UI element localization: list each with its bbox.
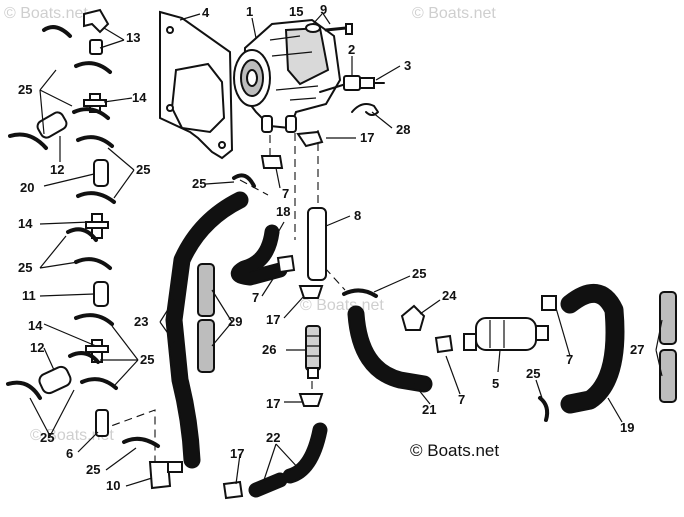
callout-7-hose18: 7 bbox=[252, 290, 259, 305]
hose-19 bbox=[560, 284, 625, 414]
fuel-fitting bbox=[343, 75, 385, 91]
callout-22: 22 bbox=[266, 430, 280, 445]
callout-25-base: 25 bbox=[86, 462, 100, 477]
callout-6: 6 bbox=[66, 446, 73, 461]
inline-filter-12-bottom bbox=[38, 365, 72, 395]
copyright-text: © Boats.net bbox=[410, 441, 499, 460]
callout-14-mid: 14 bbox=[18, 216, 33, 231]
callout-9: 9 bbox=[320, 2, 327, 17]
callout-14-top: 14 bbox=[132, 90, 147, 105]
callout-25-right: 25 bbox=[526, 366, 540, 381]
hose-21 bbox=[347, 305, 433, 393]
long-hose-23 bbox=[165, 191, 249, 469]
filter-screen-26 bbox=[305, 325, 321, 379]
watermark-top-left: © Boats.net bbox=[4, 5, 88, 22]
callout-15: 15 bbox=[289, 4, 303, 19]
pump-screw bbox=[324, 23, 353, 35]
callout-27: 27 bbox=[630, 342, 644, 357]
callout-4: 4 bbox=[202, 5, 210, 20]
callout-17-low: 17 bbox=[266, 396, 280, 411]
elbow-fitting-10 bbox=[148, 461, 183, 490]
callout-17-top: 17 bbox=[360, 130, 374, 145]
callout-8: 8 bbox=[354, 208, 361, 223]
filter-bracket-24 bbox=[400, 304, 426, 331]
callout-12-low: 12 bbox=[30, 340, 44, 355]
watermark-top-right: © Boats.net bbox=[412, 5, 496, 22]
mounting-bracket bbox=[159, 10, 234, 160]
callout-25-low: 25 bbox=[140, 352, 154, 367]
callout-3: 3 bbox=[404, 58, 411, 73]
callout-18: 18 bbox=[276, 204, 290, 219]
hose-8 bbox=[307, 207, 327, 281]
callout-7-filter: 7 bbox=[458, 392, 465, 407]
short-hose-11 bbox=[93, 281, 109, 307]
callout-25-top: 25 bbox=[18, 82, 32, 97]
elbow-fitting-13 bbox=[83, 8, 110, 55]
hose-27 bbox=[659, 291, 677, 403]
callout-29: 29 bbox=[228, 314, 242, 329]
hose-29 bbox=[197, 263, 215, 373]
callout-25-hose: 25 bbox=[192, 176, 206, 191]
callout-7-right: 7 bbox=[566, 352, 573, 367]
callout-25-mid: 25 bbox=[18, 260, 32, 275]
wire-clip-28 bbox=[351, 103, 379, 116]
callout-13: 13 bbox=[126, 30, 140, 45]
watermark-center: © Boats.net bbox=[300, 297, 384, 314]
callout-21: 21 bbox=[422, 402, 436, 417]
callout-25-upper: 25 bbox=[136, 162, 150, 177]
callout-24: 24 bbox=[442, 288, 457, 303]
callout-14-low: 14 bbox=[28, 318, 43, 333]
callout-19: 19 bbox=[620, 420, 634, 435]
callout-20: 20 bbox=[20, 180, 34, 195]
callout-11: 11 bbox=[22, 288, 36, 303]
callout-25-clamp: 25 bbox=[412, 266, 426, 281]
inline-filter-12-top bbox=[36, 111, 68, 139]
callout-25-bottom: 25 bbox=[40, 430, 54, 445]
callout-labels: 1 4 15 9 2 3 28 17 7 25 18 8 25 24 7 17 … bbox=[18, 2, 644, 493]
callout-1: 1 bbox=[246, 4, 253, 19]
hose-18 bbox=[230, 224, 288, 286]
callout-2: 2 bbox=[348, 42, 355, 57]
tee-fitting-14-middle bbox=[85, 213, 109, 239]
callout-17-bottom: 17 bbox=[230, 446, 244, 461]
callout-7-pump: 7 bbox=[282, 186, 289, 201]
callout-5: 5 bbox=[492, 376, 499, 391]
callout-28: 28 bbox=[396, 122, 410, 137]
callout-10: 10 bbox=[106, 478, 120, 493]
fuel-filter-5 bbox=[463, 317, 549, 351]
tee-fitting-14-bottom bbox=[85, 339, 109, 363]
hose-clamps bbox=[222, 130, 557, 500]
callout-26: 26 bbox=[262, 342, 276, 357]
fuel-pump bbox=[233, 18, 347, 133]
short-hose-6 bbox=[95, 409, 109, 437]
callout-17-mid: 17 bbox=[266, 312, 280, 327]
callout-12-top: 12 bbox=[50, 162, 64, 177]
tie-straps bbox=[6, 25, 550, 448]
pump-washer bbox=[305, 23, 321, 33]
callout-leaders bbox=[29, 11, 663, 487]
hose-22 bbox=[248, 422, 328, 498]
watermark-bottom-left: © Boats.net bbox=[30, 427, 114, 444]
short-hose-20 bbox=[93, 159, 109, 187]
callout-23: 23 bbox=[134, 314, 148, 329]
